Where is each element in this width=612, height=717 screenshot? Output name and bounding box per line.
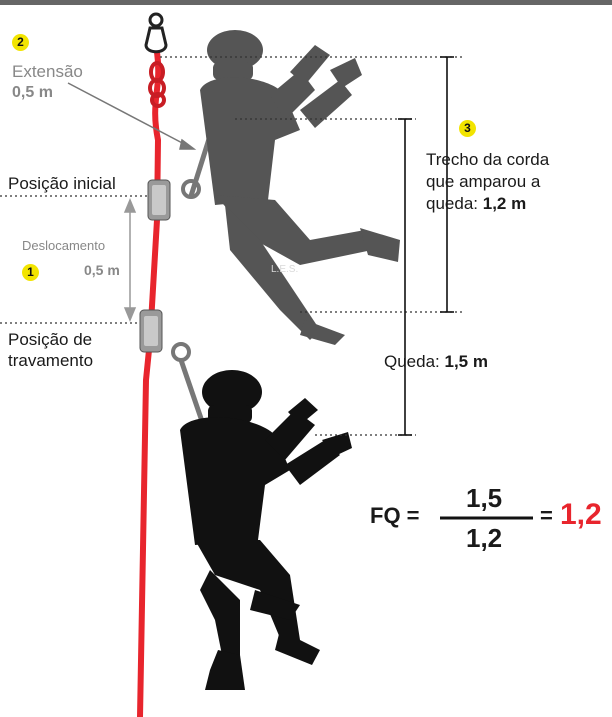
formula-result: 1,2 bbox=[560, 498, 602, 531]
dimension-lines bbox=[398, 56, 454, 436]
rope bbox=[137, 51, 162, 717]
formula-denominator: 1,2 bbox=[466, 523, 503, 553]
badge-2: 2 bbox=[12, 34, 29, 51]
fall-value: 1,5 m bbox=[444, 352, 488, 371]
rope-section-line1: Trecho da corda bbox=[426, 150, 550, 169]
rope-section-line3-text: queda: bbox=[426, 194, 483, 213]
rope-knot-icon bbox=[148, 61, 166, 108]
badge-3: 3 bbox=[459, 120, 476, 137]
les-mark: L.E.S. bbox=[271, 264, 299, 275]
fall-text: Queda: bbox=[384, 352, 445, 371]
formula-lhs: FQ = bbox=[370, 503, 420, 528]
initial-position-label: Posição inicial bbox=[8, 174, 116, 193]
extension-value: 0,5 m bbox=[12, 84, 53, 101]
lock-position-line2: travamento bbox=[8, 351, 94, 370]
extension-arrow bbox=[67, 82, 197, 150]
rope-section-value: 1,2 m bbox=[482, 194, 527, 213]
lanyard-bottom bbox=[178, 359, 208, 431]
rope-section-line2: que amparou a bbox=[426, 172, 541, 191]
formula-numerator: 1,5 bbox=[466, 483, 503, 513]
displacement-title: Deslocamento bbox=[22, 238, 106, 253]
carabiner-icon bbox=[144, 12, 168, 54]
displacement-arrow bbox=[123, 198, 137, 322]
reference-lines bbox=[0, 56, 462, 436]
rope-grab-initial-icon bbox=[147, 179, 201, 221]
extension-title: Extensão bbox=[12, 62, 83, 81]
formula-equals: = bbox=[540, 503, 553, 528]
lock-position-line1: Posição de bbox=[8, 330, 93, 349]
rope-section-line3: queda: 1,2 m bbox=[426, 194, 526, 214]
fall-label: Queda: 1,5 m bbox=[384, 352, 488, 372]
climber-lock-silhouette bbox=[180, 370, 352, 690]
displacement-value: 0,5 m bbox=[84, 262, 120, 278]
rope-grab-lock-icon bbox=[139, 309, 191, 362]
top-border bbox=[0, 0, 612, 5]
badge-1: 1 bbox=[22, 264, 39, 281]
climber-initial-silhouette bbox=[200, 30, 400, 345]
